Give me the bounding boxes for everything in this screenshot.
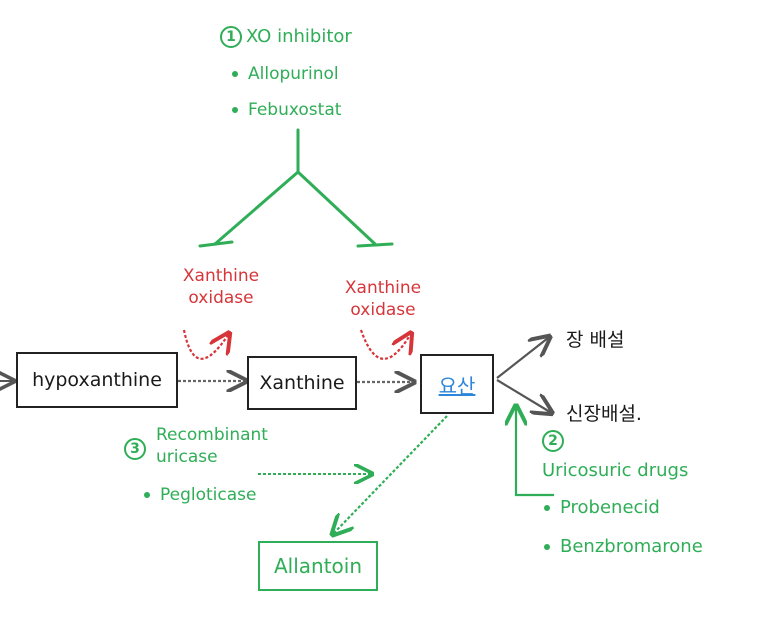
enzyme-label-1: Xanthine oxidase: [180, 266, 262, 308]
uric-acid-box: 요산: [420, 354, 494, 414]
bullet-icon: [232, 107, 238, 113]
uricosuric-title: Uricosuric drugs: [542, 460, 689, 481]
uricase-title-line: Recombinant: [156, 425, 268, 445]
renal-excretion-arrow: [496, 379, 550, 412]
uric-acid-to-allantoin-arrow: [334, 415, 448, 533]
xo-drug-label: Febuxostat: [248, 100, 342, 120]
number-3-icon: 3: [124, 438, 146, 460]
xanthine-label: Xanthine: [259, 372, 345, 394]
enzyme-curve-arrow-1: [182, 330, 228, 360]
bullet-icon: [144, 492, 150, 498]
xo-drug-item: Allopurinol: [232, 64, 339, 84]
enzyme-label-line: Xanthine: [182, 266, 260, 286]
xo-drug-item: Febuxostat: [232, 100, 341, 120]
allantoin-label: Allantoin: [273, 554, 363, 578]
uricosuric-drug-label: Benzbromarone: [560, 536, 703, 557]
enzyme-label-line: oxidase: [350, 300, 416, 320]
uricase-drug-item: Pegloticase: [144, 485, 257, 505]
uric-acid-label: 요산: [438, 373, 476, 398]
hypoxanthine-label: hypoxanthine: [32, 369, 162, 391]
gut-excretion-label: 장 배설: [566, 329, 625, 351]
xanthine-box: Xanthine: [247, 356, 357, 410]
bullet-icon: [544, 505, 550, 511]
number-2-icon: 2: [542, 430, 564, 452]
xo-inhibitor-title: XO inhibitor: [246, 26, 352, 47]
inhibitor-tree: [198, 128, 394, 248]
uricosuric-drug-item: Benzbromarone: [544, 536, 703, 557]
uricosuric-drug-item: Probenecid: [544, 497, 660, 518]
uricase-title: Recombinant uricase: [156, 424, 268, 468]
enzyme-curve-arrow-2: [359, 330, 410, 360]
uricase-drug-label: Pegloticase: [160, 485, 257, 505]
renal-excretion-label: 신장배설.: [566, 403, 642, 425]
xo-drug-label: Allopurinol: [248, 64, 339, 84]
uricase-number: 3: [124, 438, 150, 460]
uricosuric-number: 2: [542, 430, 568, 452]
bullet-icon: [232, 71, 238, 77]
allantoin-box: Allantoin: [258, 541, 378, 591]
uricosuric-arrow: [516, 408, 554, 497]
uricase-title-line: uricase: [156, 447, 218, 467]
gut-excretion-arrow: [496, 338, 548, 379]
hypoxanthine-box: hypoxanthine: [16, 352, 178, 408]
enzyme-label-2: Xanthine oxidase: [342, 278, 424, 320]
uricosuric-drug-label: Probenecid: [560, 497, 660, 518]
enzyme-label-line: oxidase: [188, 288, 254, 308]
number-1-icon: 1: [220, 26, 242, 48]
enzyme-label-line: Xanthine: [344, 278, 422, 298]
bullet-icon: [544, 544, 550, 550]
